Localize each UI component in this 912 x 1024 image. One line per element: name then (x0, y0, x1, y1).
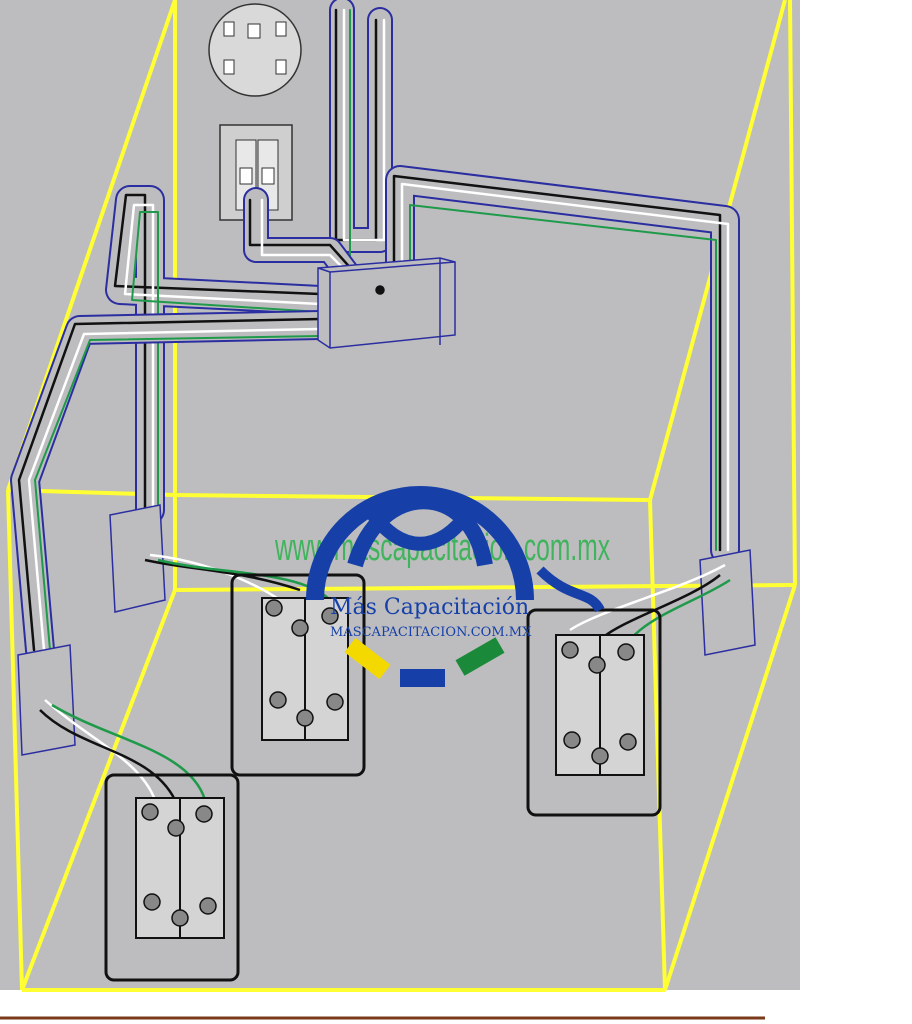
brand-name: Más Capacitación (330, 595, 529, 620)
meter-base (208, 3, 302, 97)
three-way-switch-2 (104, 773, 240, 982)
conduit-runs (10, 0, 740, 665)
brand-logo (306, 486, 605, 687)
watermark: www.mascapacitacion.com.mx Más Capacitac… (274, 486, 610, 687)
three-way-switch-3 (526, 608, 662, 817)
switch-feed-wires (39, 553, 731, 801)
brand-domain: MASCAPACITACION.COM.MX (330, 625, 532, 640)
junction-box (317, 257, 456, 349)
three-way-switch-1 (230, 573, 366, 777)
